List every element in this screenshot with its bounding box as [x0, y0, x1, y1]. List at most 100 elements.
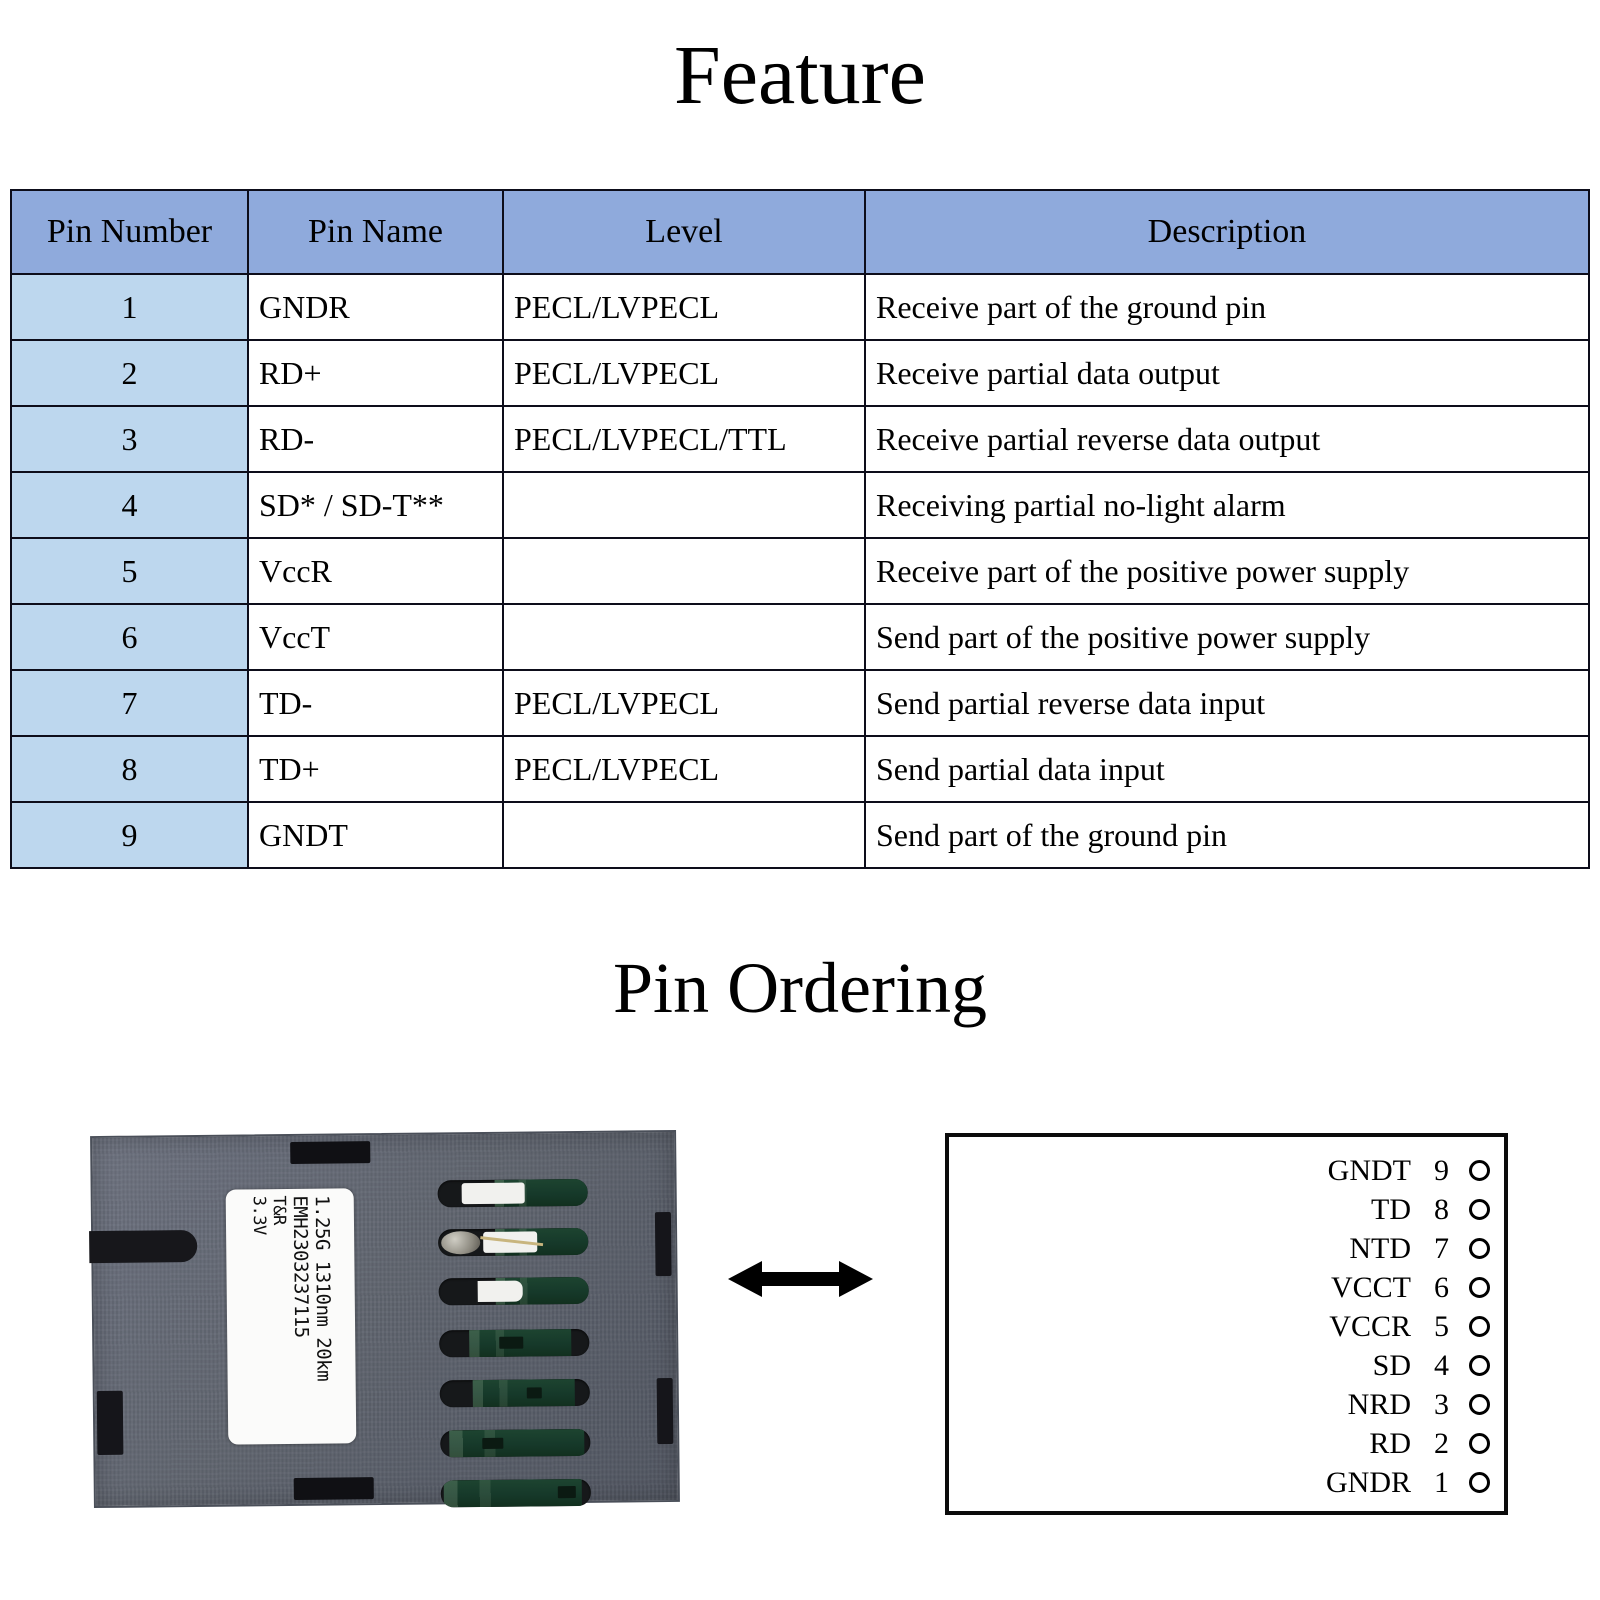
page-title-feature: Feature [674, 29, 926, 122]
cell-level [502, 801, 866, 869]
housing-notch-left-mid [89, 1229, 198, 1264]
cell-description: Receive part of the positive power suppl… [864, 537, 1590, 605]
housing-notch-top [290, 1141, 371, 1164]
pin-diagram-label: TD [1371, 1192, 1411, 1226]
pin-diagram-row: NTD 7 [1326, 1229, 1490, 1268]
pcb-component-7 [557, 1486, 576, 1499]
pin-contact-circle-icon [1469, 1355, 1490, 1376]
cell-pin-number: 1 [10, 273, 249, 341]
pin-contact-circle-icon [1469, 1238, 1490, 1259]
cell-pin-name: RD- [247, 405, 504, 473]
cell-pin-number: 8 [10, 735, 249, 803]
module-slot-6 [440, 1428, 591, 1458]
page-title-pin-ordering: Pin Ordering [613, 948, 987, 1028]
housing-notch-right-upper [654, 1212, 672, 1277]
pin-contact-circle-icon [1469, 1316, 1490, 1337]
pin-contact-circle-icon [1469, 1160, 1490, 1181]
cell-description: Send partial reverse data input [864, 669, 1590, 737]
pin-diagram-label: NTD [1349, 1231, 1411, 1265]
pcb-green-6 [449, 1428, 585, 1458]
pin-diagram-number: 6 [1434, 1270, 1449, 1304]
cell-level: PECL/LVPECL [502, 273, 866, 341]
pin-diagram-number: 5 [1434, 1309, 1449, 1343]
cell-pin-name: GNDT [247, 801, 504, 869]
pin-contact-circle-icon [1469, 1433, 1490, 1454]
column-header-description: Description [864, 189, 1590, 275]
column-header-pin-name: Pin Name [247, 189, 504, 275]
pin-diagram-number: 9 [1434, 1153, 1449, 1187]
cell-pin-number: 7 [10, 669, 249, 737]
pin-diagram-row: GNDT 9 [1326, 1151, 1490, 1190]
pin-diagram-number: 7 [1434, 1231, 1449, 1265]
cell-description: Send part of the positive power supply [864, 603, 1590, 671]
housing-notch-left-lower [96, 1390, 124, 1456]
module-slot-1 [437, 1178, 588, 1208]
sfp-module-housing [90, 1129, 680, 1509]
housing-notch-bottom [293, 1477, 374, 1500]
cell-pin-number: 3 [10, 405, 249, 473]
module-slot-7 [440, 1478, 591, 1508]
pin-contact-circle-icon [1469, 1472, 1490, 1493]
pin-contact-circle-icon [1469, 1277, 1490, 1298]
cell-pin-name: RD+ [247, 339, 504, 407]
cell-pin-number: 2 [10, 339, 249, 407]
pcb-component-4 [499, 1336, 524, 1350]
module-product-label: 3.3V T&R EMH2303237115 1.25G 1310nm 20km [225, 1188, 357, 1445]
pin-diagram-number: 1 [1434, 1465, 1449, 1499]
cell-pin-number: 6 [10, 603, 249, 671]
module-slot-2 [438, 1227, 589, 1257]
label-line-serial: EMH2303237115 [288, 1194, 313, 1338]
sfp-module-photo: 3.3V T&R EMH2303237115 1.25G 1310nm 20km [89, 1129, 680, 1509]
double-headed-arrow-icon [728, 1257, 873, 1301]
cell-description: Receiving partial no-light alarm [864, 471, 1590, 539]
pcb-component-6 [482, 1437, 504, 1450]
pin-contact-circle-icon [1469, 1199, 1490, 1220]
cell-level [502, 471, 866, 539]
pin-diagram-label: RD [1369, 1426, 1411, 1460]
cell-pin-name: SD* / SD-T** [247, 471, 504, 539]
cell-pin-name: GNDR [247, 273, 504, 341]
cell-pin-name: TD+ [247, 735, 504, 803]
table-header-row: Pin Number Pin Name Level Description [10, 189, 1590, 275]
label-line-voltage: 3.3V [248, 1195, 270, 1235]
module-slot-4 [439, 1328, 590, 1358]
pin-diagram-number: 8 [1434, 1192, 1449, 1226]
label-line-spec: 1.25G 1310nm 20km [310, 1194, 335, 1381]
cell-level: PECL/LVPECL [502, 339, 866, 407]
cell-level: PECL/LVPECL [502, 669, 866, 737]
cell-level [502, 537, 866, 605]
pcb-green-5 [472, 1379, 575, 1408]
module-slot-5 [439, 1378, 590, 1408]
label-line-packaging: T&R [268, 1195, 289, 1225]
pin-diagram-label: NRD [1347, 1387, 1411, 1421]
cell-pin-number: 4 [10, 471, 249, 539]
pin-diagram-number: 4 [1434, 1348, 1449, 1382]
pin-diagram-label: SD [1372, 1348, 1411, 1382]
cell-description: Send partial data input [864, 735, 1590, 803]
column-header-level: Level [502, 189, 866, 275]
cell-level [502, 603, 866, 671]
cell-description: Receive partial reverse data output [864, 405, 1590, 473]
cell-description: Send part of the ground pin [864, 801, 1590, 869]
cell-description: Receive partial data output [864, 339, 1590, 407]
module-slot-3 [438, 1276, 589, 1306]
cell-pin-number: 9 [10, 801, 249, 869]
pin-ordering-section: 3.3V T&R EMH2303237115 1.25G 1310nm 20km… [0, 1060, 1600, 1560]
pin-diagram-label: GNDT [1327, 1153, 1411, 1187]
optical-lens [441, 1231, 481, 1255]
